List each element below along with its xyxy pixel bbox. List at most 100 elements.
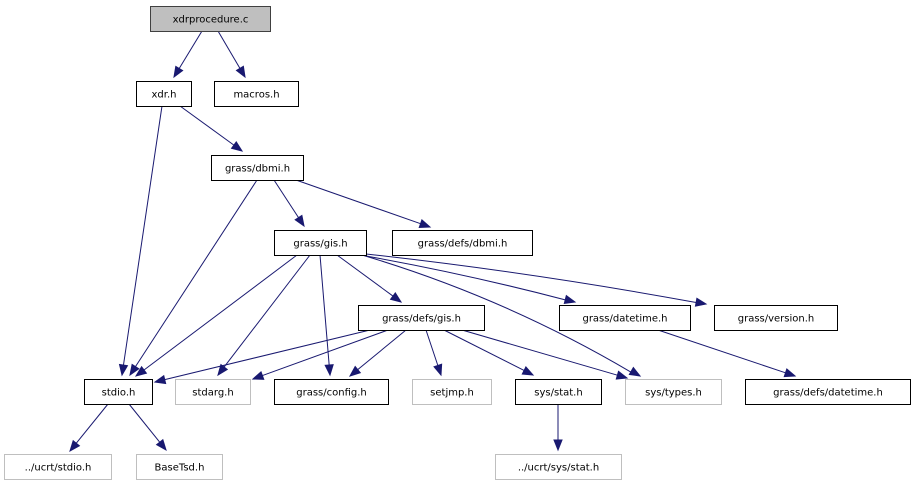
edge-line <box>262 329 389 377</box>
node-box[interactable] <box>136 81 192 107</box>
node-grass-defs-dbmi-h[interactable]: grass/defs/dbmi.h <box>392 230 533 256</box>
node-box[interactable] <box>559 305 691 331</box>
node-sys-stat-h[interactable]: sys/stat.h <box>515 379 602 405</box>
edge-grass-dbmi-h-to-stdio-h <box>129 179 258 377</box>
node-stdarg-h: stdarg.h <box>175 379 251 405</box>
edge-line <box>164 329 371 381</box>
edge-grass-gis-h-to-stdarg-h <box>217 254 311 377</box>
node-box[interactable] <box>714 305 838 331</box>
node-grass-gis-h[interactable]: grass/gis.h <box>274 230 367 256</box>
edge-line <box>179 105 235 146</box>
node-grass-config-h[interactable]: grass/config.h <box>274 379 389 405</box>
node-box[interactable] <box>211 155 304 181</box>
node-stdio-h[interactable]: stdio.h <box>84 379 153 405</box>
node-box <box>175 379 251 405</box>
edge-grass-gis-h-to-grass-datetime-h <box>365 255 577 304</box>
arrowhead-icon <box>235 65 246 79</box>
node-grass-dbmi-h[interactable]: grass/dbmi.h <box>211 155 304 181</box>
node-box <box>412 379 492 405</box>
arrowhead-icon <box>129 363 140 377</box>
node-label: grass/datetime.h <box>582 314 667 325</box>
arrowhead-icon <box>294 214 305 228</box>
node-box[interactable] <box>150 6 271 32</box>
arrowhead-icon <box>628 366 642 377</box>
edge-xdr-h-to-stdio-h <box>118 105 163 377</box>
node-label: ../ucrt/stdio.h <box>25 463 92 474</box>
edge-line <box>178 30 203 69</box>
arrowhead-icon <box>230 140 244 152</box>
node-label: grass/config.h <box>296 388 367 399</box>
node-grass-defs-gis-h[interactable]: grass/defs/gis.h <box>358 305 485 331</box>
edge-grass-defs-gis-h-to-stdarg-h <box>251 329 389 380</box>
arrowhead-icon <box>433 363 443 377</box>
edge-line <box>135 179 258 367</box>
node-box[interactable] <box>515 379 602 405</box>
arrowhead-icon <box>153 374 167 385</box>
node-xdrprocedure-c[interactable]: xdrprocedure.c <box>150 6 271 32</box>
arrowhead-icon <box>69 439 81 453</box>
edge-line <box>128 403 161 443</box>
edge-line <box>365 253 697 304</box>
arrowhead-icon <box>251 370 265 380</box>
edge-line <box>357 329 407 371</box>
arrowhead-icon <box>521 366 535 376</box>
arrowhead-icon <box>324 364 334 377</box>
node-box[interactable] <box>745 379 911 405</box>
arrowhead-icon <box>155 438 167 452</box>
node-macros-h[interactable]: macros.h <box>214 81 299 107</box>
node-label: setjmp.h <box>430 388 474 399</box>
node-box <box>495 454 622 480</box>
edge-xdr-h-to-grass-dbmi-h <box>179 105 244 152</box>
node-label: stdio.h <box>102 388 136 399</box>
edge-line <box>657 329 786 374</box>
edge-grass-gis-h-to-sys-types-h <box>361 254 642 377</box>
node-label: grass/defs/dbmi.h <box>418 239 508 250</box>
node-grass-defs-datetime-h[interactable]: grass/defs/datetime.h <box>745 379 911 405</box>
node-label: xdr.h <box>152 90 177 101</box>
edge-line <box>365 255 566 301</box>
edge-line <box>273 179 299 218</box>
node-grass-datetime-h[interactable]: grass/datetime.h <box>559 305 691 331</box>
edge-line <box>319 254 330 366</box>
edge-grass-defs-gis-h-to-sys-types-h <box>461 329 629 380</box>
node-box[interactable] <box>358 305 485 331</box>
edge-line <box>461 329 618 376</box>
arrowhead-icon <box>134 365 148 377</box>
node-box[interactable] <box>84 379 153 405</box>
node-xdr-h[interactable]: xdr.h <box>136 81 192 107</box>
node-setjmp-h: setjmp.h <box>412 379 492 405</box>
arrowhead-icon <box>783 368 797 378</box>
edge-stdio-h-to-ucrt-stdio-h <box>69 403 109 453</box>
edge-grass-dbmi-h-to-grass-gis-h <box>273 179 305 228</box>
edge-grass-defs-gis-h-to-grass-config-h <box>348 329 407 377</box>
node-box[interactable] <box>392 230 533 256</box>
edge-grass-defs-gis-h-to-setjmp-h <box>425 329 443 377</box>
node-box <box>625 379 722 405</box>
arrowhead-icon <box>173 65 184 79</box>
node-label: sys/stat.h <box>534 388 582 399</box>
node-box[interactable] <box>214 81 299 107</box>
node-box <box>4 454 112 480</box>
edge-sys-stat-h-to-ucrt-sys-stat-h <box>553 404 563 452</box>
node-label: grass/gis.h <box>293 239 347 250</box>
edge-line <box>361 254 632 373</box>
arrowhead-icon <box>615 370 629 380</box>
node-label: ../ucrt/sys/stat.h <box>518 463 599 474</box>
edge-line <box>75 403 109 444</box>
edge-line <box>295 179 421 225</box>
node-box[interactable] <box>274 230 367 256</box>
edge-line <box>217 30 241 69</box>
node-label: sys/types.h <box>645 388 702 399</box>
edge-grass-gis-h-to-stdio-h <box>134 254 298 377</box>
arrowhead-icon <box>553 439 563 452</box>
edge-line <box>122 105 163 366</box>
edge-xdrprocedure-c-to-xdr-h <box>173 30 203 79</box>
arrowhead-icon <box>694 297 708 307</box>
edge-line <box>425 329 439 366</box>
edge-line <box>143 254 298 371</box>
node-grass-version-h[interactable]: grass/version.h <box>714 305 838 331</box>
node-box[interactable] <box>274 379 389 405</box>
node-ucrt-stdio-h: ../ucrt/stdio.h <box>4 454 112 480</box>
edge-grass-gis-h-to-grass-config-h <box>319 254 334 377</box>
